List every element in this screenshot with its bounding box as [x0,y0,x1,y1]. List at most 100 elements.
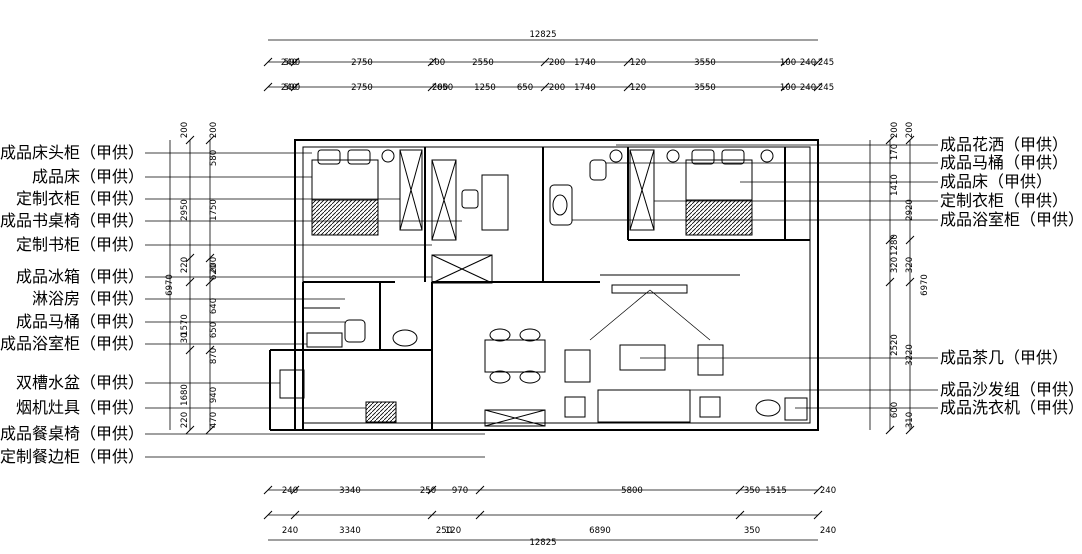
right-label-6: 成品沙发组（甲供） [940,380,1082,399]
tick-t2-6 [813,82,823,92]
tick-b1-2 [427,485,437,495]
side-stool-1 [564,396,586,418]
wardrobe-1-x2 [399,149,423,231]
pillow-1b [347,149,371,165]
dim-bot1-5: 350 [744,486,760,496]
tick-l-3 [185,345,195,355]
tick-r2-0 [905,135,915,145]
left-label-0: 成品床头柜（甲供） [0,143,144,162]
tick-b2-5 [813,510,823,520]
tick-t1-0 [263,57,273,67]
tick-r-1 [885,235,895,245]
tick-l2-1 [205,253,215,263]
dim-top2-3: 200 [432,83,448,93]
tick-l-0 [185,135,195,145]
tick-b1-4 [735,485,745,495]
tick-l2-3 [205,345,215,355]
dim-bot2-5: 350 [744,526,760,536]
tick-b1-3 [475,485,485,495]
wardrobe-2 [629,149,655,231]
dim-ro-1: 2920 [905,199,915,221]
left-label-2: 定制衣柜（甲供） [15,189,144,208]
dim-li-1: 580 [209,150,219,166]
bed-2-blanket [685,199,753,236]
dim-bot1-2: 250 [420,486,436,496]
tv-unit [611,284,688,294]
stove [365,401,397,423]
outer-wall [294,139,819,431]
sink-1 [392,329,418,347]
dim-top2-4: 650 [437,83,453,93]
tick-b2-4 [735,510,745,520]
dim-ro-total: 6970 [920,274,930,296]
tick-r2-1 [905,235,915,245]
left-label-1: 成品床（甲供） [31,167,144,186]
chair-4 [519,370,541,384]
tick-r2-2 [905,277,915,287]
tick-b2-3 [475,510,485,520]
dim-li-2: 1750 [209,199,219,221]
dim-bot2-4: 6890 [589,526,611,536]
dim-top2-0: 240 [281,83,297,93]
dim-li-0: 200 [209,122,219,138]
armchair [564,349,591,383]
dim-li-9: 470 [209,412,219,428]
dim-lo-6: 220 [180,412,190,428]
dim-top2-7: 200 [549,83,565,93]
fridge [431,254,493,284]
fridge-x2 [431,254,493,284]
nightstand-2b [760,149,774,163]
tick-l2-2 [205,277,215,287]
tick-r-0 [885,135,895,145]
chair-3 [489,370,511,384]
dim-top1-7: 120 [630,58,646,68]
right-label-3: 定制衣柜（甲供） [940,191,1069,210]
washer [784,397,808,421]
right-label-4: 成品浴室柜（甲供） [940,210,1082,229]
left-label-4: 定制书柜（甲供） [15,235,144,254]
dim-top2-5: 1250 [474,83,496,93]
dim-li-3: 200 [209,257,219,273]
tick-t2-5 [780,82,790,92]
left-label-7: 成品马桶（甲供） [15,312,144,331]
dim-top1-0: 240 [281,58,297,68]
dim-bot2-6: 240 [820,526,836,536]
dim-top1-6: 1740 [574,58,596,68]
dim-bot2-1: 3340 [339,526,361,536]
pillow-2a [691,149,715,165]
dim-bot2-3: 120 [445,526,461,536]
dim-ri-0: 200 [890,122,900,138]
bookcase [431,159,457,241]
left-label-12: 定制餐边柜（甲供） [0,447,144,466]
dim-li-4: 620 [209,264,219,280]
tick-t1-1 [290,57,300,67]
dim-li-7: 870 [209,348,219,364]
dim-top2-11: 100 [780,83,796,93]
tick-l2-4 [205,425,215,435]
dim-bot1-0: 240 [282,486,298,496]
dim-ro-2: 320 [905,257,915,273]
right-label-0: 成品花洒（甲供） [940,135,1069,154]
right-label-7: 成品洗衣机（甲供） [940,398,1082,417]
walls [269,139,819,431]
shower-2 [609,149,623,163]
dim-bot1-3: 970 [452,486,468,496]
tick-t1-5 [780,57,790,67]
tick-t2-1 [290,82,300,92]
dim-top1-10: 240 [800,58,816,68]
tick-t1-4 [623,57,633,67]
dim-bot2-2: 250 [436,526,452,536]
dim-top2-2: 2750 [351,83,373,93]
left-label-11: 成品餐桌椅（甲供） [0,424,144,443]
right-label-2: 成品床（甲供） [940,172,1053,191]
dim-lo-0: 200 [180,122,190,138]
laundry-sink [755,399,781,417]
tick-r2-3 [905,425,915,435]
dim-ri-2: 1410 [890,174,900,196]
toilet-1 [344,319,366,343]
dining-table [484,339,546,373]
dim-top1-8: 3550 [694,58,716,68]
tick-b2-0 [263,510,273,520]
dim-bot1-6: 1515 [765,486,787,496]
